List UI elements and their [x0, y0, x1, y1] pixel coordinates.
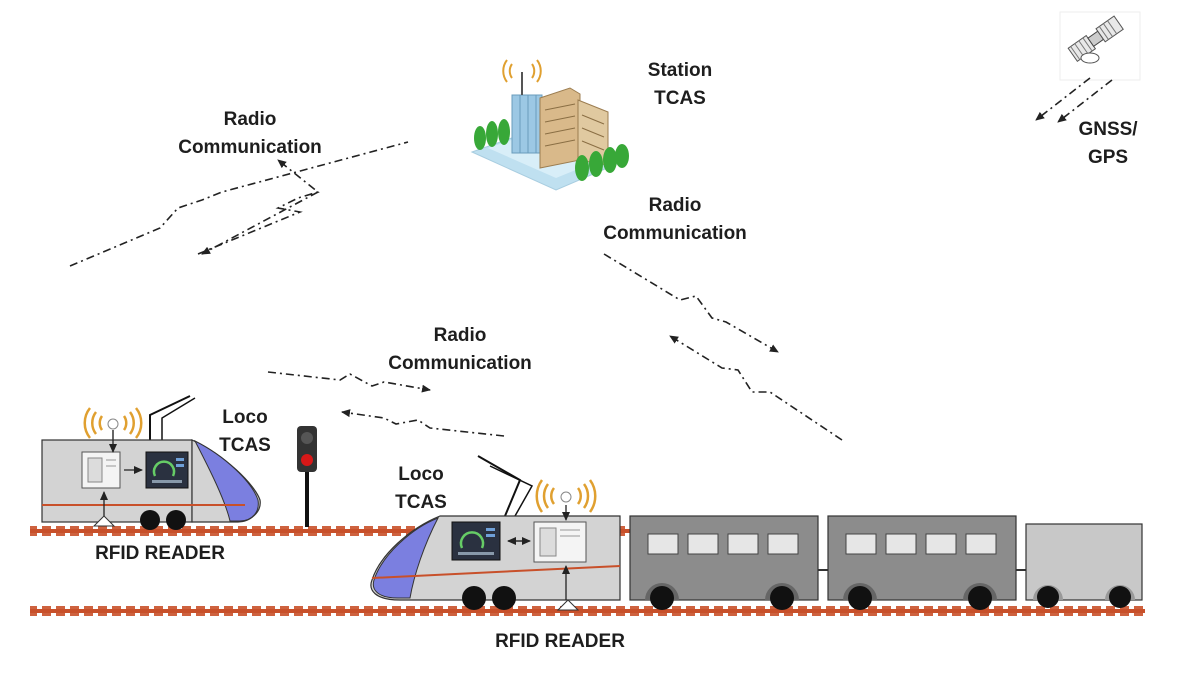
- label-line: Radio: [433, 325, 487, 346]
- label-line: RFID READER: [495, 631, 625, 652]
- gnss-gps-label: GNSS/ GPS: [1068, 116, 1148, 172]
- coach-1: [629, 515, 819, 610]
- label-line: Loco: [398, 464, 444, 485]
- label-line: Communication: [603, 223, 747, 244]
- label-line: GNSS/: [1078, 119, 1138, 140]
- coach-2: [827, 515, 1017, 610]
- loco-tcas-label-left: Loco TCAS: [200, 404, 290, 460]
- tcas-unit-icon: [81, 440, 143, 516]
- label-line: Station: [647, 60, 713, 81]
- station-building-icon: [470, 59, 629, 191]
- label-line: Communication: [388, 353, 532, 374]
- radio-link-top-left: [69, 141, 409, 267]
- radio-communication-label-center: Radio Communication: [575, 192, 775, 248]
- lower-track: [30, 606, 1145, 616]
- right-locomotive: [370, 455, 621, 611]
- label-line: Radio: [223, 109, 277, 130]
- label-line: Loco: [222, 407, 268, 428]
- satellite-icon: [1059, 11, 1141, 81]
- label-line: TCAS: [654, 88, 706, 109]
- rfid-reader-label-right: RFID READER: [470, 628, 650, 656]
- loco-tcas-label-right: Loco TCAS: [376, 461, 466, 517]
- rfid-reader-label-left: RFID READER: [70, 540, 250, 568]
- radio-communication-label-top-left: Radio Communication: [150, 106, 350, 162]
- radio-communication-label-middle: Radio Communication: [360, 322, 560, 378]
- coach-3: [1025, 523, 1143, 608]
- radio-link-center: [603, 253, 843, 441]
- display-panel-icon: [145, 451, 189, 489]
- upper-track: [30, 526, 630, 536]
- antenna-icon: [83, 407, 143, 440]
- station-tcas-label: Station TCAS: [620, 57, 740, 113]
- gnss-arrows: [1035, 77, 1113, 123]
- signal-light-icon: [297, 426, 317, 527]
- radio-link-middle: [267, 371, 505, 437]
- label-line: Radio: [648, 195, 702, 216]
- label-line: TCAS: [219, 435, 271, 456]
- label-line: Communication: [178, 137, 322, 158]
- label-line: RFID READER: [95, 543, 225, 564]
- label-line: GPS: [1087, 147, 1129, 168]
- label-line: TCAS: [395, 492, 447, 513]
